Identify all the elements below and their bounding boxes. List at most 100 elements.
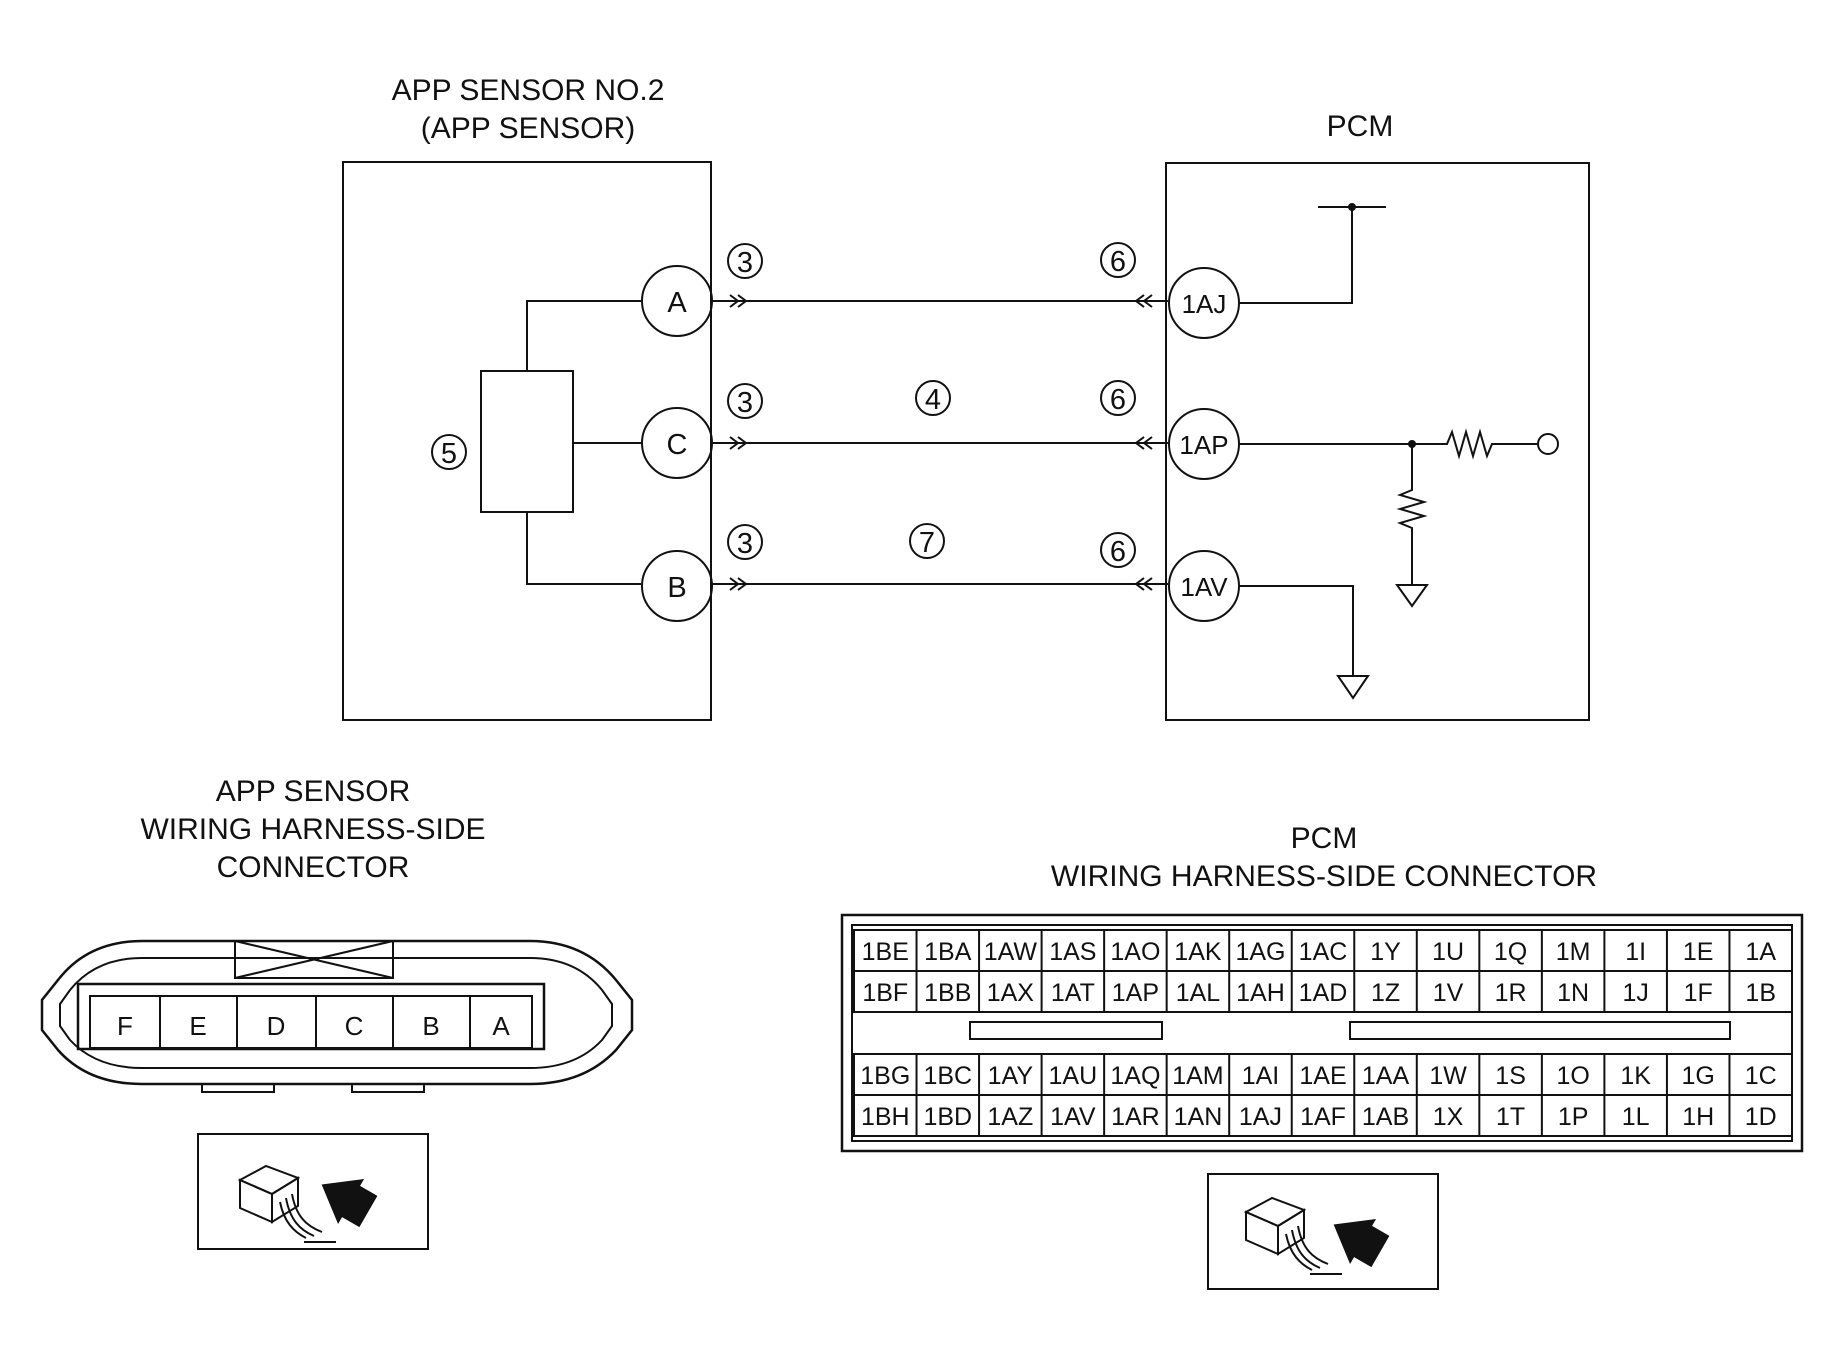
pcm-connector-pin-1j: 1J	[1622, 979, 1648, 1007]
sensor-connector-title-line1: APP SENSOR	[216, 775, 411, 808]
pcm-connector-pin-1ap: 1AP	[1112, 979, 1159, 1007]
sensor-connector-callout-marker-b	[727, 524, 763, 560]
pcm-connector-pin-1p: 1P	[1558, 1103, 1589, 1131]
pcm-pulldown-ground-icon	[1395, 584, 1429, 608]
pcm-connector-pin-1m: 1M	[1556, 938, 1591, 966]
pcm-connector-pin-1ar: 1AR	[1111, 1103, 1160, 1131]
pcm-connector-pin-1ai: 1AI	[1242, 1062, 1280, 1090]
pcm-connector-pin-1as: 1AS	[1049, 938, 1096, 966]
sensor-connector-pin-c: C	[345, 1011, 364, 1041]
signal-wire-callout-marker	[915, 380, 951, 416]
sensor-connector-view-arrow-icon	[321, 1178, 378, 1228]
pcm-connector-pin-1ag: 1AG	[1235, 938, 1285, 966]
sensor-title-line1: APP SENSOR NO.2	[392, 74, 665, 107]
pcm-connector-chevrons	[1134, 294, 1153, 591]
pcm-connector-pin-1y: 1Y	[1370, 938, 1401, 966]
pcm-connector-body	[840, 913, 1804, 1153]
pcm-connector-pin-1au: 1AU	[1049, 1062, 1098, 1090]
pcm-connector-pin-1bc: 1BC	[923, 1062, 972, 1090]
pcm-connector-pin-1aa: 1AA	[1362, 1062, 1410, 1090]
pcm-pullup-resistor	[1412, 428, 1537, 460]
sensor-connector-pin-e: E	[189, 1011, 206, 1041]
pcm-connector-pin-1ay: 1AY	[988, 1062, 1034, 1090]
pcm-ground-icon	[1336, 675, 1370, 700]
sensor-pin-a: A	[667, 287, 687, 319]
pcm-connector-pin-1bd: 1BD	[923, 1103, 972, 1131]
pcm-connector-callout-a: 6	[1110, 246, 1126, 278]
pcm-connector-view-icon	[1207, 1173, 1439, 1290]
pcm-connector-pin-1aj: 1AJ	[1239, 1103, 1282, 1131]
pcm-ground-line	[1239, 585, 1354, 676]
pcm-box	[1165, 162, 1590, 721]
pcm-connector-pin-1aq: 1AQ	[1110, 1062, 1160, 1090]
pcm-connector-pin-1ad: 1AD	[1299, 979, 1348, 1007]
pcm-connector-pin-1h: 1H	[1682, 1103, 1714, 1131]
pcm-connector-pin-1x: 1X	[1433, 1103, 1464, 1131]
pcm-connector-callout-b: 6	[1110, 536, 1126, 568]
pcm-connector-title-line2: WIRING HARNESS-SIDE CONNECTOR	[1051, 860, 1597, 893]
pcm-connector-pin-1k: 1K	[1620, 1062, 1651, 1090]
pcm-connector-pin-1f: 1F	[1684, 979, 1713, 1007]
pcm-connector-pin-1ak: 1AK	[1174, 938, 1222, 966]
pcm-connector-pin-1bg: 1BG	[860, 1062, 910, 1090]
sensor-connector-title-line3: CONNECTOR	[217, 851, 410, 884]
pcm-connector-pin-1e: 1E	[1683, 938, 1714, 966]
sensor-connector-body	[40, 939, 634, 1093]
sensor-box	[342, 161, 712, 721]
sensor-pin-b: B	[667, 572, 686, 604]
pcm-connector-pin-1ac: 1AC	[1299, 938, 1348, 966]
pcm-connector-key-right	[1349, 1021, 1731, 1040]
pcm-connector-pin-1d: 1D	[1745, 1103, 1777, 1131]
pcm-connector-pin-1g: 1G	[1682, 1062, 1715, 1090]
pcm-supply-line	[1239, 207, 1353, 304]
sensor-connector-pin-f: F	[117, 1011, 133, 1041]
pcm-title: PCM	[1327, 110, 1394, 143]
sensor-connector-title-line2: WIRING HARNESS-SIDE	[140, 813, 485, 846]
pcm-connector-pin-1b: 1B	[1745, 979, 1776, 1007]
pcm-reference-terminal	[1537, 433, 1559, 455]
pcm-connector-pin-1al: 1AL	[1176, 979, 1221, 1007]
sensor-connector-pin-d: D	[267, 1011, 286, 1041]
pcm-connector-pin-1o: 1O	[1556, 1062, 1589, 1090]
pcm-connector-pin-1an: 1AN	[1174, 1103, 1223, 1131]
pcm-connector-callout-marker-a	[1100, 242, 1136, 278]
sensor-connector-callout-marker-c	[727, 383, 763, 419]
sensor-title-line2: (APP SENSOR)	[421, 112, 636, 145]
pcm-connector-pin-1t: 1T	[1496, 1103, 1525, 1131]
pcm-connector-pin-1c: 1C	[1745, 1062, 1777, 1090]
pcm-connector-pin-1ao: 1AO	[1110, 938, 1160, 966]
pcm-connector-callout-marker-c	[1100, 380, 1136, 416]
pcm-connector-title-line1: PCM	[1291, 822, 1358, 855]
element-callout-marker	[431, 434, 467, 470]
pcm-connector-pin-1u: 1U	[1432, 938, 1464, 966]
pcm-connector-callout-c: 6	[1110, 384, 1126, 416]
sensor-connector-chevrons	[729, 294, 748, 591]
ground-wire-callout-marker	[909, 523, 945, 559]
pcm-connector-pin-1ax: 1AX	[987, 979, 1035, 1007]
pcm-connector-callout-marker-b	[1100, 532, 1136, 568]
pcm-connector-pin-1bf: 1BF	[862, 979, 908, 1007]
pcm-connector-pin-1av: 1AV	[1050, 1103, 1096, 1131]
pcm-connector-pin-1bh: 1BH	[861, 1103, 910, 1131]
sensor-connector-callout-marker-a	[727, 243, 763, 279]
signal-wire-callout: 4	[925, 384, 941, 416]
pcm-connector-pin-1ab: 1AB	[1362, 1103, 1409, 1131]
sensor-connector-callout-a: 3	[737, 247, 753, 279]
pcm-terminal-1av: 1AV	[1180, 572, 1228, 602]
pcm-connector-pin-1s: 1S	[1495, 1062, 1526, 1090]
pcm-connector-pin-1ae: 1AE	[1299, 1062, 1346, 1090]
pcm-connector-pin-1l: 1L	[1622, 1103, 1650, 1131]
ground-wire-callout: 7	[919, 527, 935, 559]
pcm-connector-pin-1at: 1AT	[1051, 979, 1095, 1007]
pcm-connector-pin-1q: 1Q	[1494, 938, 1527, 966]
sensor-connector-view-icon	[197, 1133, 429, 1250]
pcm-supply-node	[1348, 203, 1356, 211]
pcm-connector-pin-1w: 1W	[1429, 1062, 1467, 1090]
pcm-connector-pin-1i: 1I	[1625, 938, 1646, 966]
pcm-connector-pin-1bb: 1BB	[924, 979, 971, 1007]
sensor-connector-callout-c: 3	[737, 387, 753, 419]
sensor-element-lead-b	[526, 512, 641, 585]
